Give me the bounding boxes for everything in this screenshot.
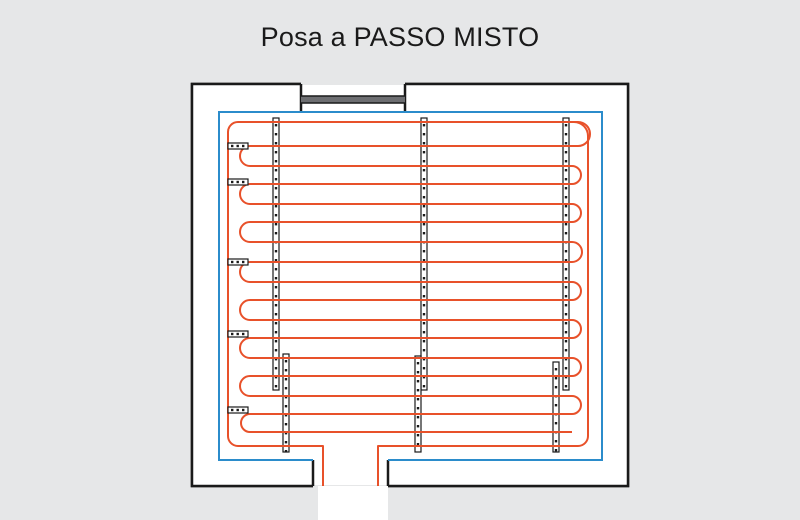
- edge-clip: [227, 406, 249, 414]
- edge-clip: [227, 330, 249, 338]
- edge-clip: [227, 178, 249, 186]
- edge-clip: [227, 258, 249, 266]
- edge-insulation-strip: [218, 111, 603, 461]
- manifold-area: [318, 486, 388, 520]
- support-rail: [552, 361, 560, 453]
- room-wall-outline: [190, 82, 630, 488]
- support-rails: [272, 117, 570, 453]
- support-rail: [282, 353, 290, 453]
- door: [299, 84, 407, 112]
- edge-clip: [227, 142, 249, 150]
- support-rail: [562, 117, 570, 391]
- diagram-title: Posa a PASSO MISTO: [260, 22, 540, 52]
- manifold-opening-walls: [311, 460, 390, 486]
- support-rail: [420, 117, 428, 391]
- support-rail: [414, 355, 422, 453]
- edge-clips: [227, 142, 249, 414]
- support-rail: [272, 117, 280, 391]
